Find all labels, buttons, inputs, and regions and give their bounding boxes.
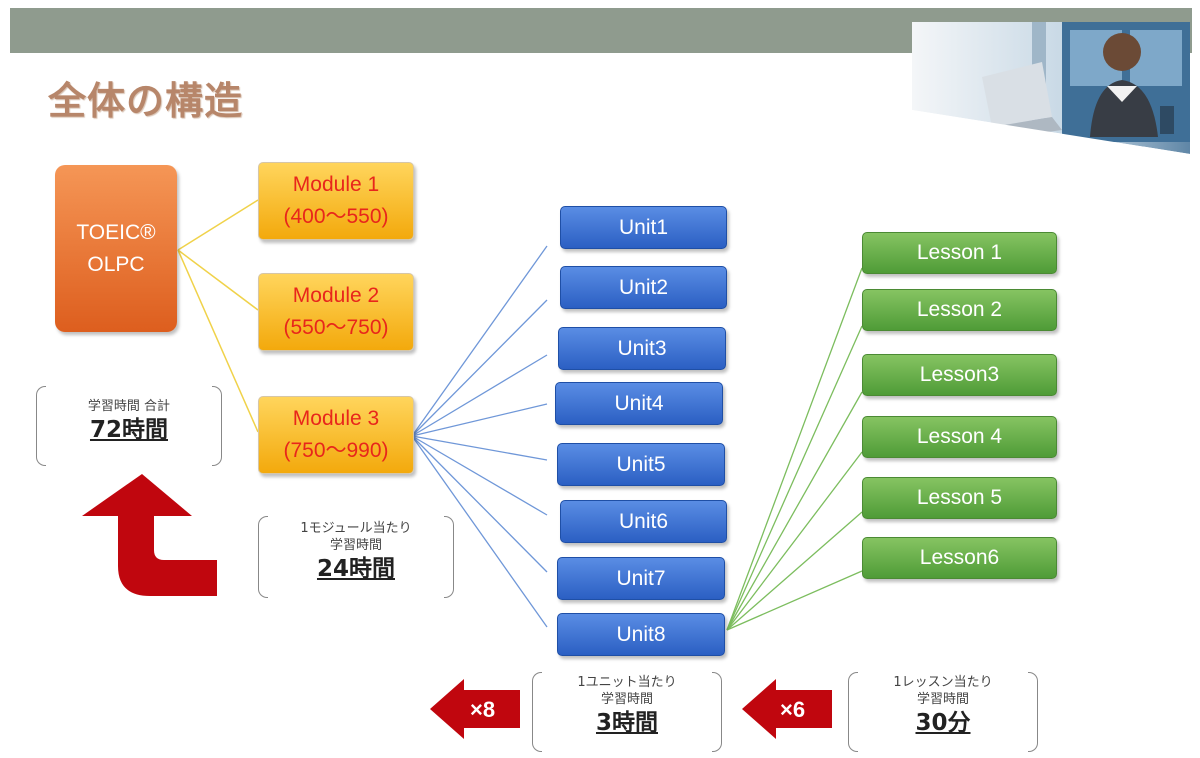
per-module-label-2: 学習時間 [329,538,382,553]
unit-4-box: Unit4 [555,382,723,425]
bracket-right [1028,672,1038,752]
bracket-right [212,386,222,466]
unit-5-box: Unit5 [557,443,725,486]
module-2-name: Module 2 [292,284,380,307]
lesson-6-box: Lesson6 [862,537,1057,579]
per-unit-value: 3時間 [595,710,658,736]
lesson-5-box: Lesson 5 [862,477,1057,519]
bracket-right [444,516,454,598]
toeic-olpc-box: TOEIC® OLPC [55,165,177,332]
per-unit-label-2: 学習時間 [600,692,653,707]
total-value: 72時間 [89,417,168,443]
module-2-range: (550～750) [283,316,389,339]
lesson-2-box: Lesson 2 [862,289,1057,331]
module-1-range: (400～550) [283,205,389,228]
root-line1: TOEIC® [76,220,156,244]
module-3-name: Module 3 [292,407,380,430]
unit-8-box: Unit8 [557,613,725,656]
up-arrow [82,474,217,596]
per-unit-label-1: 1ユニット当たり [577,675,677,690]
module-1-box: Module 1 (400～550) [258,162,414,240]
lesson-1-box: Lesson 1 [862,232,1057,274]
module-1-name: Module 1 [292,173,380,196]
module-connectors [177,199,259,433]
x6-multiplier: ×6 [780,697,806,722]
bracket-left [848,672,858,752]
per-lesson-label-2: 学習時間 [916,692,969,707]
unit-3-box: Unit3 [558,327,726,370]
unit-1-box: Unit1 [560,206,727,249]
unit-6-box: Unit6 [560,500,727,543]
module-3-box: Module 3 (750～990) [258,396,414,474]
unit-connectors [411,245,548,628]
bracket-left [532,672,542,752]
x8-multiplier: ×8 [470,697,496,722]
lesson-4-box: Lesson 4 [862,416,1057,458]
unit-7-box: Unit7 [557,557,725,600]
bracket-left [36,386,46,466]
module-2-box: Module 2 (550～750) [258,273,414,351]
module-3-range: (750～990) [283,439,389,462]
x6-arrow [742,679,832,739]
page-title: 全体の構造 [48,79,244,123]
per-module-value: 24時間 [316,556,395,582]
bracket-right [712,672,722,752]
per-module-label-1: 1モジュール当たり [300,521,412,536]
per-module-bracket: 1モジュール当たり 学習時間 24時間 [258,516,454,598]
businessman-photo [912,22,1190,154]
bracket-left [258,516,268,598]
lesson-3-box: Lesson3 [862,354,1057,396]
root-line2: OLPC [87,252,145,276]
per-lesson-value: 30分 [915,710,971,736]
per-lesson-bracket: 1レッスン当たり 学習時間 30分 [848,672,1038,752]
x8-arrow [430,679,520,739]
per-unit-bracket: 1ユニット当たり 学習時間 3時間 [532,672,722,752]
total-time-bracket: 学習時間 合計 72時間 [36,386,222,466]
unit-2-box: Unit2 [560,266,727,309]
per-lesson-label-1: 1レッスン当たり [893,675,993,690]
lesson-connectors [726,267,863,631]
total-label: 学習時間 合計 [87,399,171,414]
